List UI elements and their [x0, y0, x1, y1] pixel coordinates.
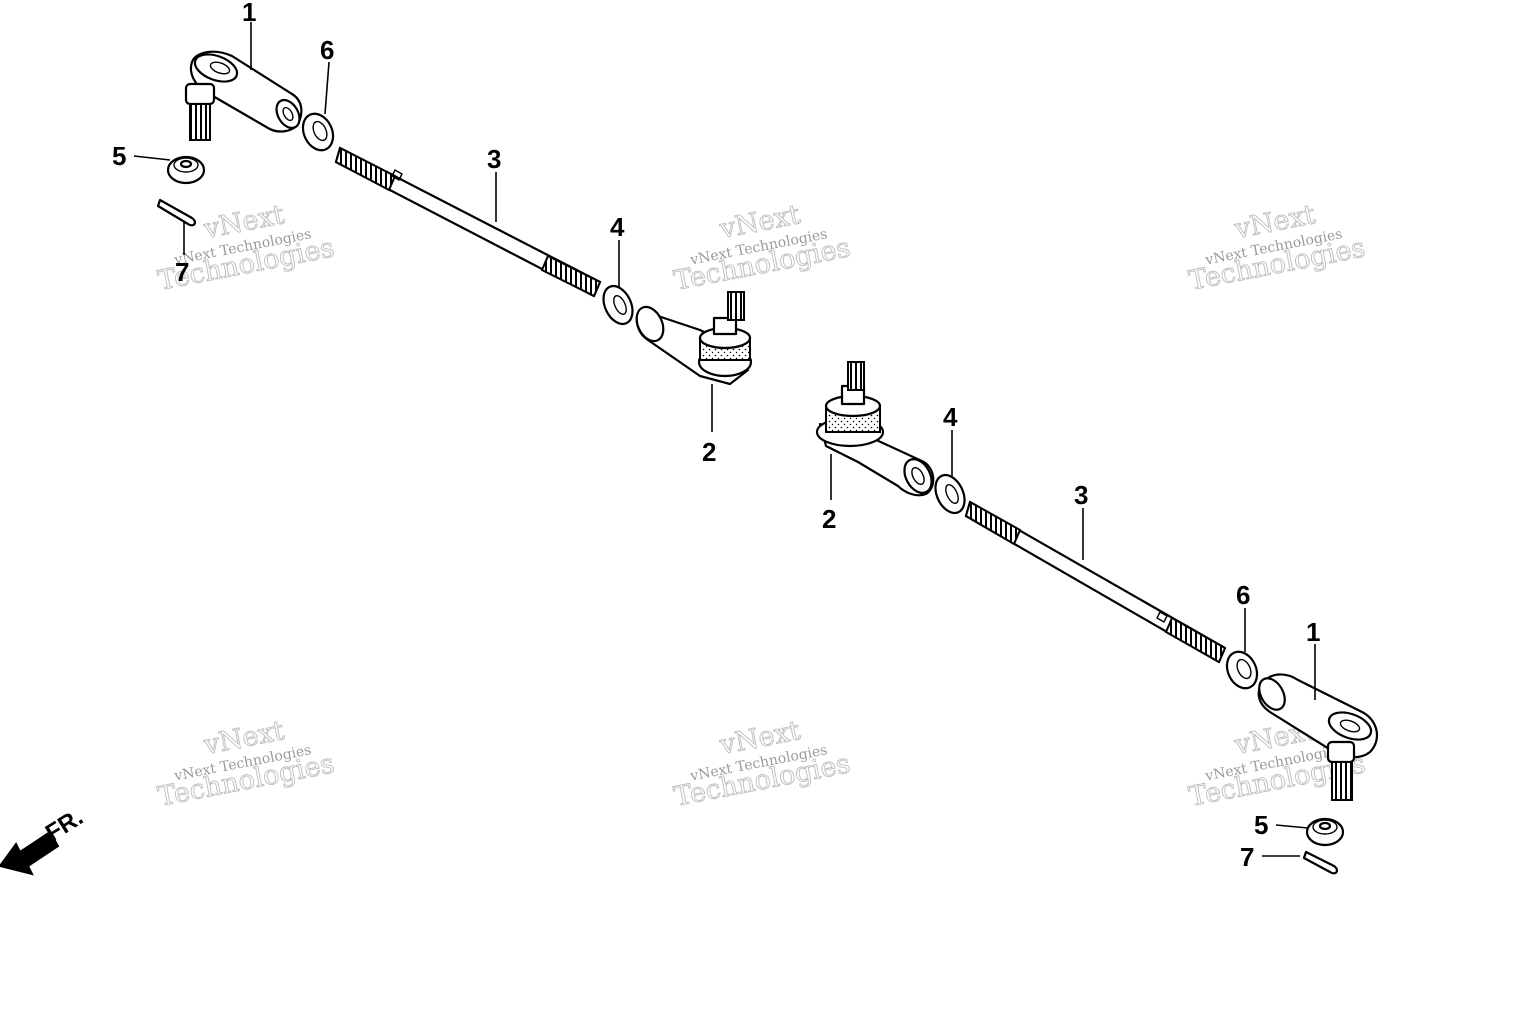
leader-lines [133, 22, 1316, 857]
callout-3-left: 3 [487, 144, 501, 174]
callout-7-left: 7 [175, 257, 189, 287]
tie-rod-end-inner-right[interactable] [815, 361, 937, 498]
callout-7-right: 7 [1240, 842, 1254, 872]
arrow-left-icon [0, 830, 60, 876]
front-direction-arrow: FR. [0, 804, 88, 876]
watermark-group: vNext vNext Technologies Technologies vN… [155, 199, 1368, 814]
callout-3-right: 3 [1074, 480, 1088, 510]
lock-nut-outer-right[interactable] [1221, 647, 1262, 693]
tie-rod-end-inner-left[interactable] [632, 291, 753, 386]
callouts: 1 6 5 7 3 4 2 2 4 3 6 1 5 7 [112, 0, 1320, 872]
callout-4-left: 4 [610, 212, 625, 242]
tie-rod-left[interactable] [334, 146, 602, 298]
watermark-5: vNext vNext Technologies Technologies [671, 715, 853, 814]
callout-4-right: 4 [943, 402, 958, 432]
callout-6-left: 6 [320, 35, 334, 65]
lock-nut-inner-left[interactable] [598, 281, 638, 328]
tie-rod-end-outer-left[interactable] [184, 49, 304, 141]
lock-nut-outer-left[interactable] [297, 109, 338, 155]
watermark-3: vNext vNext Technologies Technologies [1186, 199, 1368, 298]
cotter-pin-left[interactable] [156, 198, 197, 227]
callout-1-left: 1 [242, 0, 256, 27]
castle-nut-right[interactable] [1305, 817, 1345, 847]
callout-2-left: 2 [702, 437, 716, 467]
callout-1-right: 1 [1306, 617, 1320, 647]
callout-5-left: 5 [112, 141, 126, 171]
callout-6-right: 6 [1236, 580, 1250, 610]
callout-2-right: 2 [822, 504, 836, 534]
callout-5-right: 5 [1254, 810, 1268, 840]
lock-nut-inner-right[interactable] [930, 470, 970, 517]
tie-rod-end-outer-right[interactable] [1254, 673, 1379, 801]
watermark-4: vNext vNext Technologies Technologies [155, 715, 337, 814]
castle-nut-left[interactable] [166, 155, 206, 185]
cotter-pin-right[interactable] [1302, 850, 1339, 875]
tie-rod-right[interactable] [964, 500, 1227, 664]
watermark-2: vNext vNext Technologies Technologies [671, 199, 853, 298]
